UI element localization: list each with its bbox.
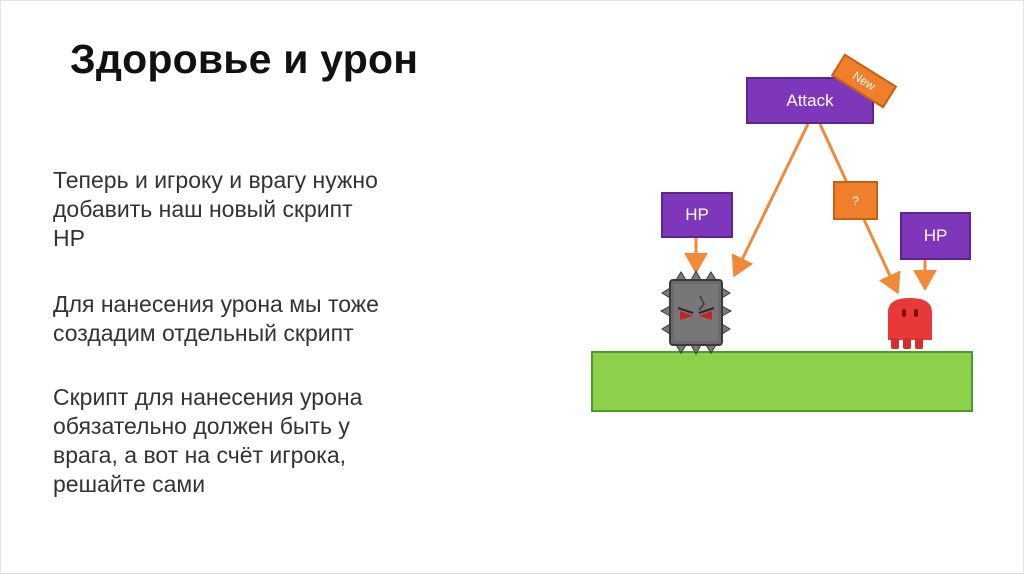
paragraph-1-line-2: добавить наш новый скрипт [53,196,353,222]
red-blob-player [888,298,932,349]
player-hp-box: HP [900,212,971,260]
paragraph-3: Скрипт для нанесения урона обязательно д… [53,383,493,499]
paragraph-1-line-3: HP [53,225,85,251]
paragraph-2-line-1: Для нанесения урона мы тоже [53,291,379,317]
enemy-hp-box: HP [661,192,733,238]
new-badge-label: New [850,68,878,94]
paragraph-1: Теперь и игроку и врагу нужно добавить н… [53,166,493,253]
attack-script-label: Attack [786,90,834,110]
paragraph-3-line-1: Скрипт для нанесения урона [53,384,363,410]
ground-platform [591,351,973,412]
paragraph-3-line-3: врага, а вот на счёт игрока, [53,442,347,468]
arrow-attack-to-enemy [731,123,810,278]
spiked-block-enemy [659,269,733,356]
question-label: ? [852,193,859,208]
paragraph-3-line-2: обязательно должен быть у [53,413,350,439]
paragraph-3-line-4: решайте сами [53,471,206,497]
paragraph-2: Для нанесения урона мы тоже создадим отд… [53,290,493,348]
paragraph-1-line-1: Теперь и игроку и врагу нужно [53,167,378,193]
enemy-hp-label: HP [685,205,709,224]
question-box: ? [833,181,878,220]
paragraph-2-line-2: создадим отдельный скрипт [53,320,354,346]
player-hp-label: HP [923,226,948,245]
slide-title: Здоровье и урон [70,36,419,82]
